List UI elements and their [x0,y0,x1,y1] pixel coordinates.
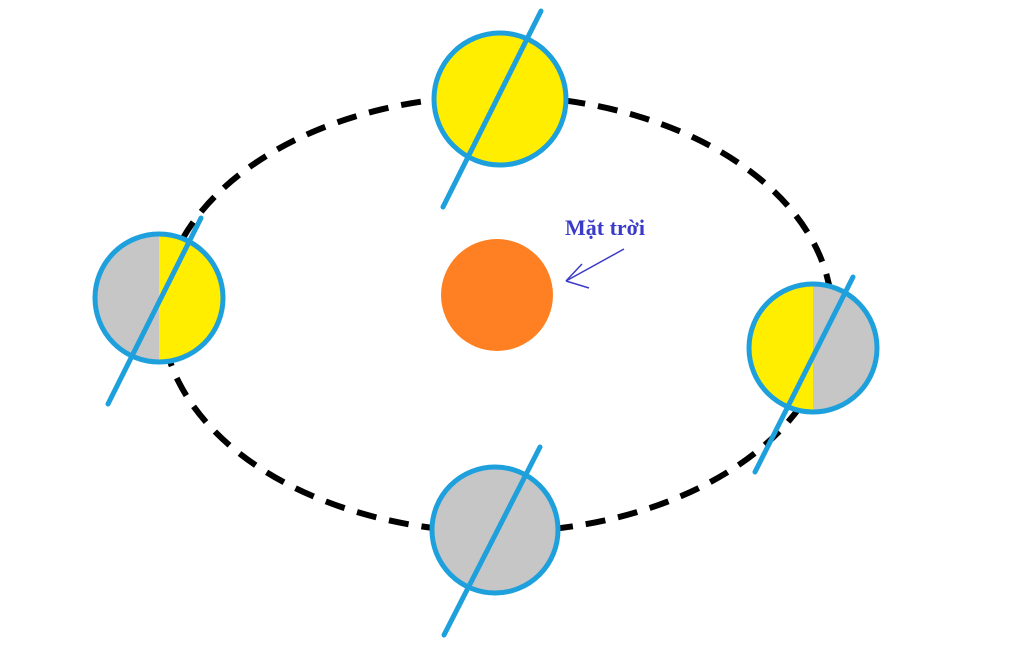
earth-top-outline [431,30,569,168]
earth-bottom [429,444,561,638]
earth-top-disc [434,33,566,165]
sun-label-arrow [565,248,625,289]
earth-top-axis [440,8,544,210]
earth-left-outline [92,231,226,365]
earth-bottom-axis [441,444,543,638]
earth-bottom-outline [429,464,561,596]
earth-top [431,8,569,210]
earth-right-outline [746,281,880,415]
sun [441,239,553,351]
sun-label: Mặt trời [565,215,645,240]
earth-left-axis [105,215,204,407]
earth-right-axis [752,274,856,475]
